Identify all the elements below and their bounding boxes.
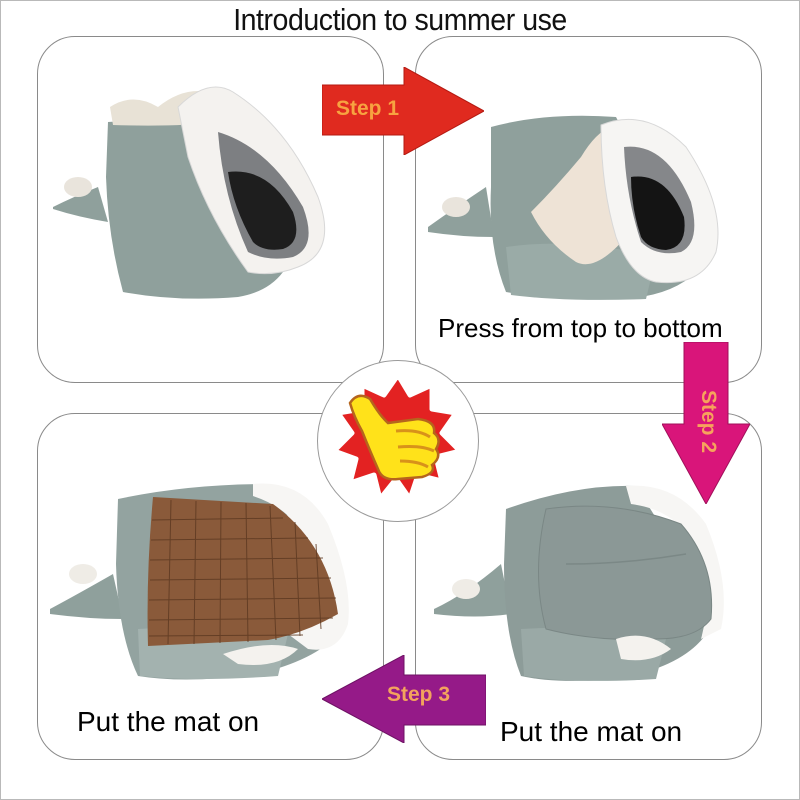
thumbs-up-icon [331, 372, 463, 502]
page-title: Introduction to summer use [233, 2, 567, 37]
step-1-arrow: Step 1 [322, 67, 484, 155]
shark-bed-closed-illustration [53, 86, 326, 299]
shark-bed-mat-illustration [50, 483, 349, 680]
step-3-arrow: Step 3 [322, 655, 486, 743]
step-2-caption: Put the mat on [500, 716, 683, 747]
step-2-arrow: Step 2 [662, 342, 750, 504]
bamboo-mat [147, 497, 338, 646]
thumbs-up-badge [317, 360, 479, 522]
shark-bed-pressed-illustration [428, 115, 719, 300]
shark-bed-cushion-illustration [434, 485, 724, 681]
step-1-label: Step 1 [336, 97, 400, 120]
step-2-label: Step 2 [697, 390, 720, 454]
step-1-caption: Press from top to bottom [438, 313, 723, 343]
panel-step-0-closed-bed [37, 36, 384, 383]
step-3-caption: Put the mat on [77, 706, 260, 737]
panel-step-1-pressed: Press from top to bottom [415, 36, 762, 383]
step-3-label: Step 3 [387, 683, 451, 706]
